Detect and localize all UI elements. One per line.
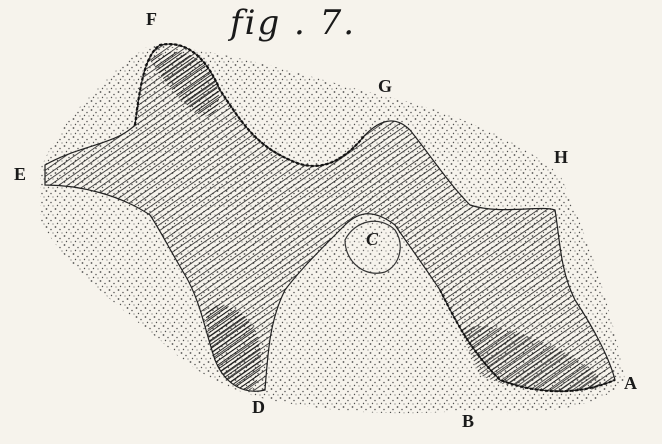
label-F: F: [146, 10, 157, 28]
label-B: B: [462, 412, 474, 430]
label-D: D: [252, 398, 265, 416]
label-A: A: [624, 374, 637, 392]
label-E: E: [14, 165, 26, 183]
figure-title: fig . 7.: [230, 6, 356, 40]
label-H: H: [554, 148, 568, 166]
label-G: G: [378, 77, 392, 95]
label-C: C: [366, 230, 378, 248]
